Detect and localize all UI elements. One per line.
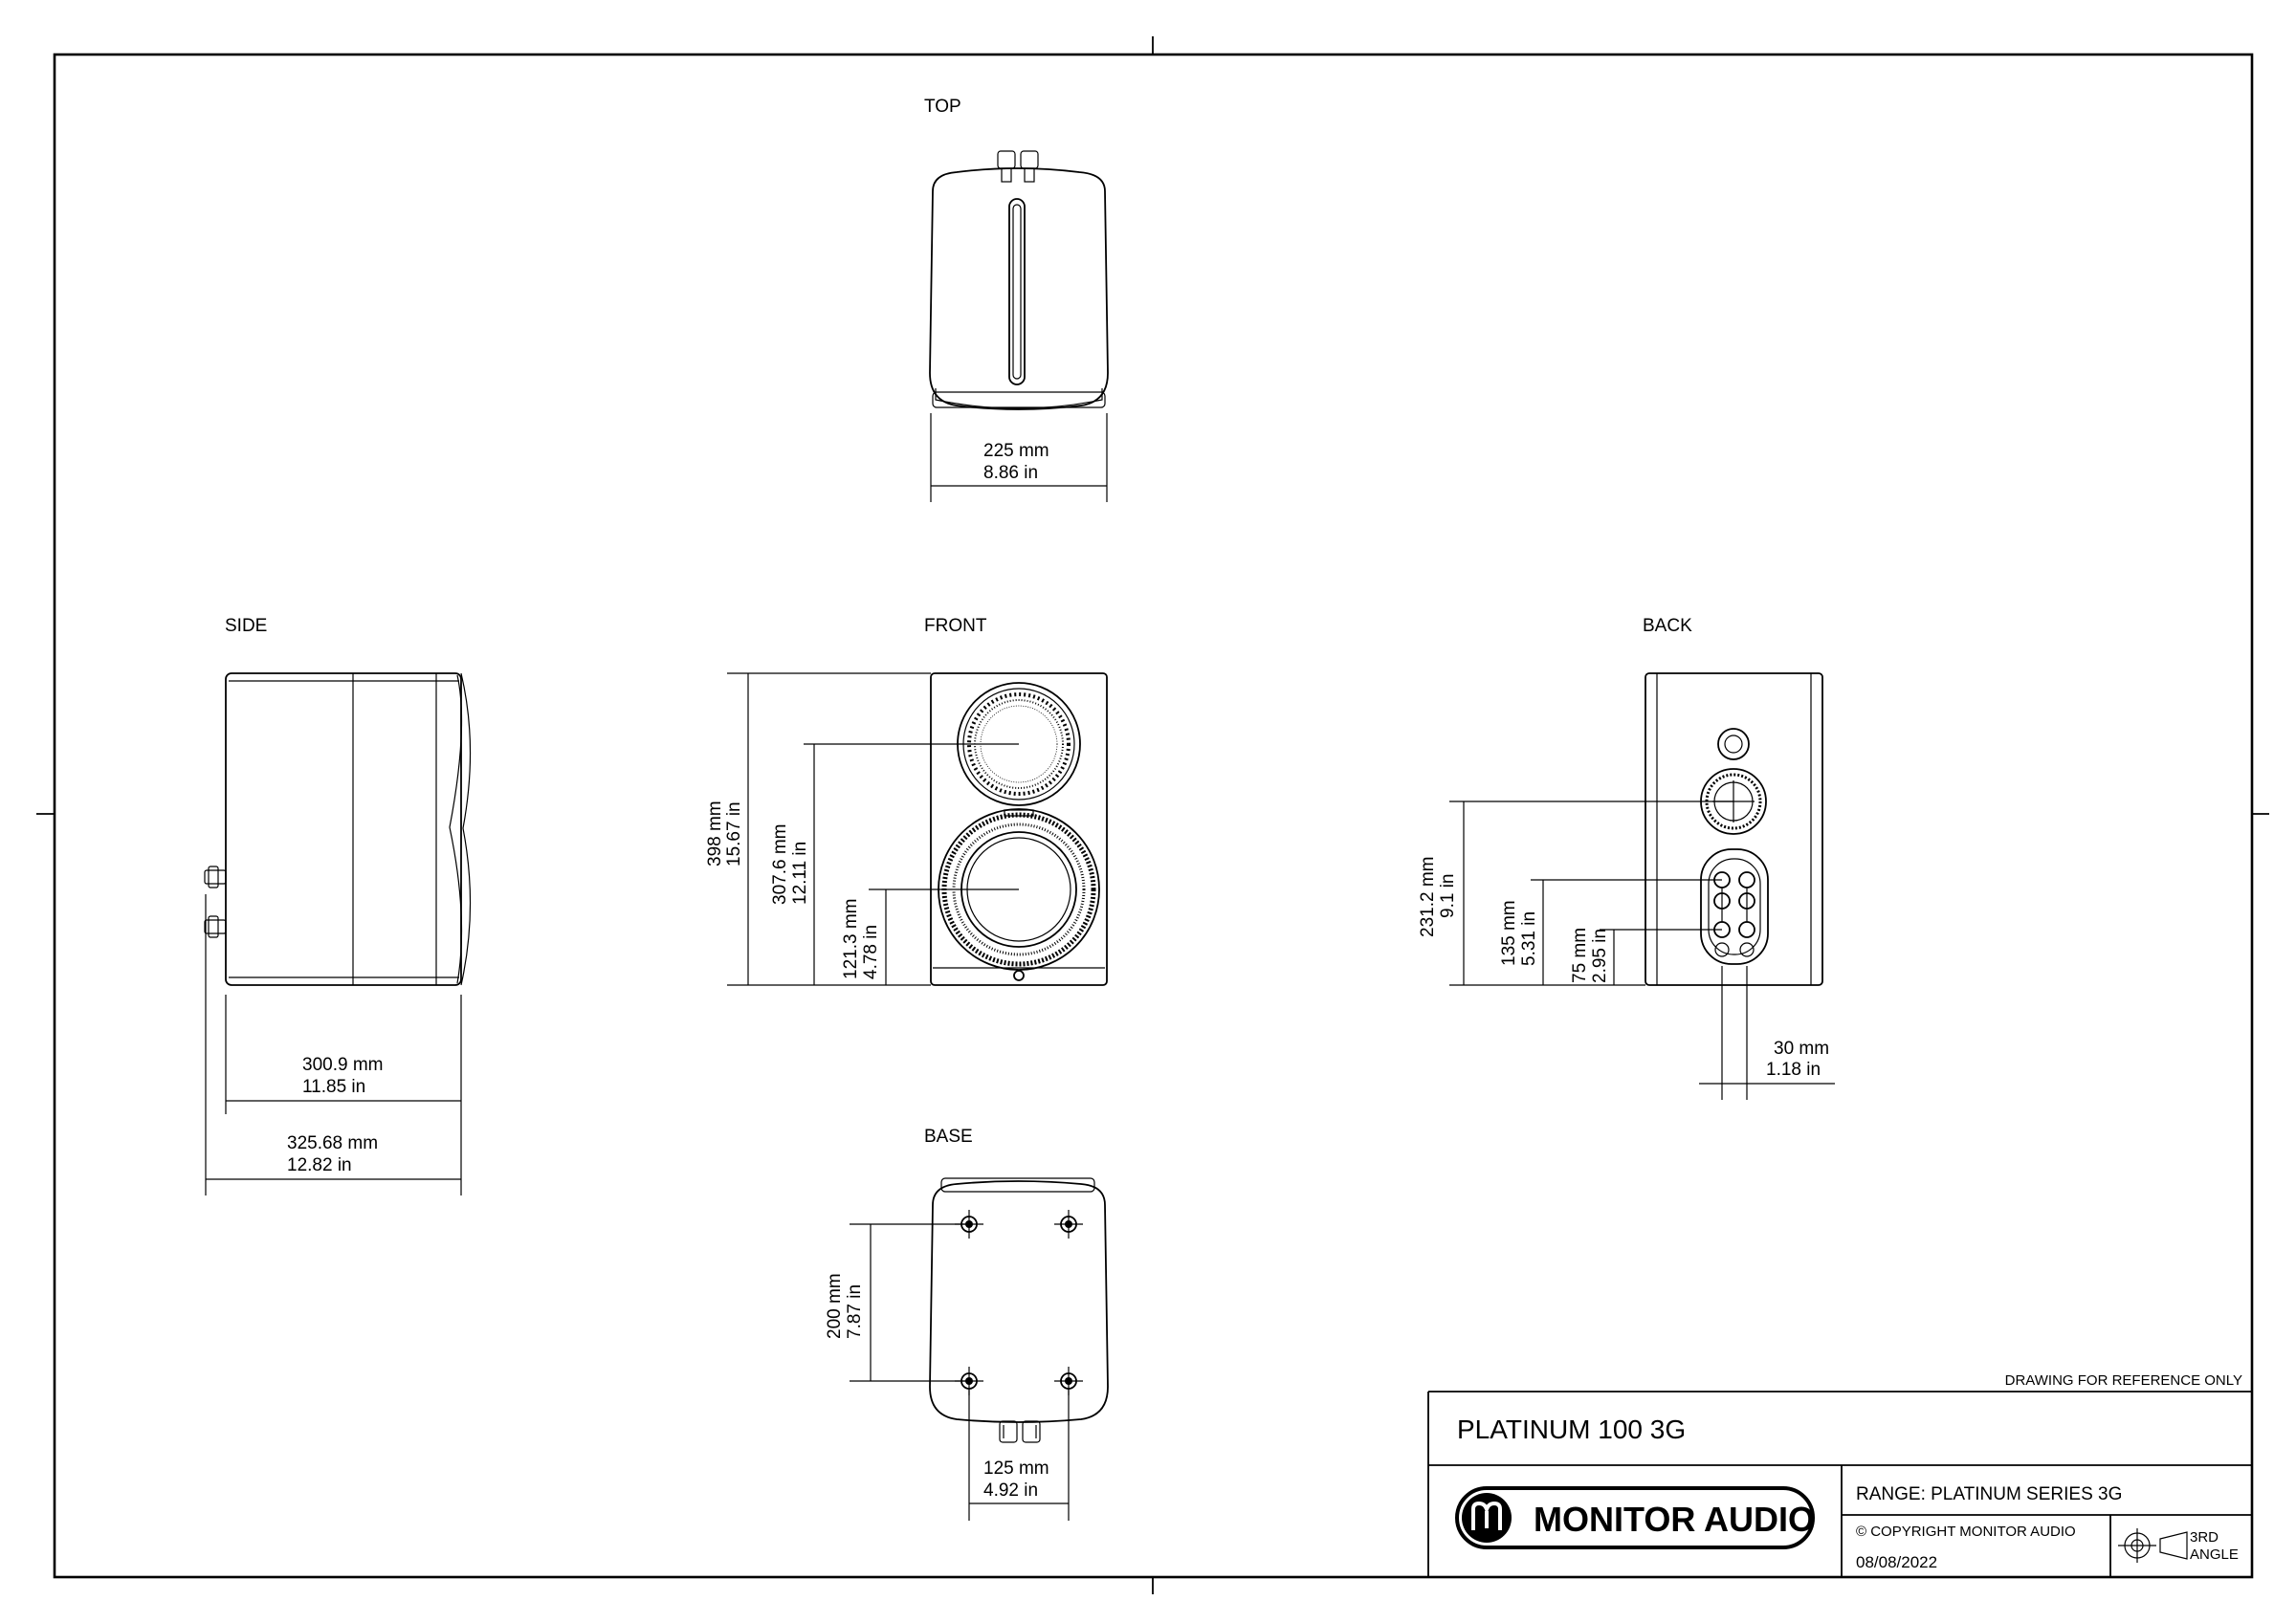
top-terminals <box>997 150 1039 183</box>
back-terminal-low-mm: 75 mm <box>1570 928 1590 983</box>
back-terminal-plate <box>1700 848 1769 965</box>
side-terminals <box>204 866 227 938</box>
title-block: DRAWING FOR REFERENCE ONLY PLATINUM 100 … <box>1427 1372 2252 1577</box>
back-terminal-low-in: 2.95 in <box>1590 929 1610 983</box>
front-tweeter-mm: 307.6 mm <box>770 824 790 905</box>
monitor-audio-logo: MONITOR AUDIO <box>1455 1486 1815 1549</box>
front-woofer-mm: 121.3 mm <box>841 899 861 979</box>
copyright-text: © COPYRIGHT MONITOR AUDIO <box>1856 1524 2076 1540</box>
brand-name: MONITOR AUDIO <box>1534 1500 1815 1539</box>
back-terminal-width-in: 1.18 in <box>1766 1060 1821 1080</box>
back-view-label: BACK <box>1643 616 1692 636</box>
back-cabinet-outline <box>1645 672 1823 986</box>
side-overall-mm: 325.68 mm <box>287 1133 378 1153</box>
back-port-in: 9.1 in <box>1438 874 1458 918</box>
range-text: RANGE: PLATINUM SERIES 3G <box>1856 1484 2122 1504</box>
back-terminal-width-mm: 30 mm <box>1774 1039 1829 1059</box>
projection-label-2: ANGLE <box>2190 1546 2239 1563</box>
back-terminal-top-mm: 135 mm <box>1499 900 1519 966</box>
top-view: TOP 225 mm 8.86 in <box>924 97 1109 502</box>
front-cabinet-outline <box>930 672 1108 986</box>
side-overall-in: 12.82 in <box>287 1155 352 1175</box>
back-mounting-insert <box>1717 728 1750 760</box>
front-view: FRONT 398 mm 15.67 in 307.6 mm 1 <box>705 616 1108 986</box>
side-view: SIDE 300.9 mm 11.85 in 325.68 mm 12.82 i… <box>204 616 472 1195</box>
third-angle-projection-icon: 3RD ANGLE <box>2118 1528 2239 1563</box>
front-height-in: 15.67 in <box>724 801 744 866</box>
side-depth-in: 11.85 in <box>302 1077 365 1097</box>
top-cabinet-outline <box>929 167 1109 410</box>
base-width-in: 4.92 in <box>983 1480 1038 1501</box>
side-depth-mm: 300.9 mm <box>302 1055 383 1075</box>
base-feet <box>955 1210 1083 1395</box>
base-depth-mm: 200 mm <box>825 1273 845 1339</box>
side-view-label: SIDE <box>225 616 267 636</box>
drawing-date: 08/08/2022 <box>1856 1553 1937 1571</box>
base-depth-in: 7.87 in <box>845 1284 865 1339</box>
base-view-label: BASE <box>924 1127 973 1147</box>
top-port-slot <box>1008 198 1026 385</box>
base-terminals <box>999 1420 1041 1443</box>
top-view-label: TOP <box>924 97 961 117</box>
base-view: BASE 200 mm 7.87 in 125 mm <box>825 1127 1109 1521</box>
top-width-mm: 225 mm <box>983 441 1049 461</box>
sheet-border <box>36 36 2269 1594</box>
front-height-mm: 398 mm <box>705 801 725 866</box>
back-port-mm: 231.2 mm <box>1418 857 1438 937</box>
side-cabinet-outline <box>225 672 462 986</box>
projection-label-1: 3RD <box>2190 1529 2219 1546</box>
back-view: BACK 231.2 mm 9.1 in <box>1418 616 1835 1100</box>
front-view-label: FRONT <box>924 616 987 636</box>
reference-note: DRAWING FOR REFERENCE ONLY <box>2005 1372 2242 1389</box>
top-width-in: 8.86 in <box>983 463 1038 483</box>
base-cabinet-outline <box>929 1180 1109 1423</box>
base-width-mm: 125 mm <box>983 1459 1049 1479</box>
product-name: PLATINUM 100 3G <box>1457 1415 1686 1444</box>
back-terminal-top-in: 5.31 in <box>1519 911 1539 966</box>
side-front-baffle <box>449 674 463 984</box>
front-tweeter-in: 12.11 in <box>790 842 810 905</box>
front-woofer-in: 4.78 in <box>861 925 881 979</box>
